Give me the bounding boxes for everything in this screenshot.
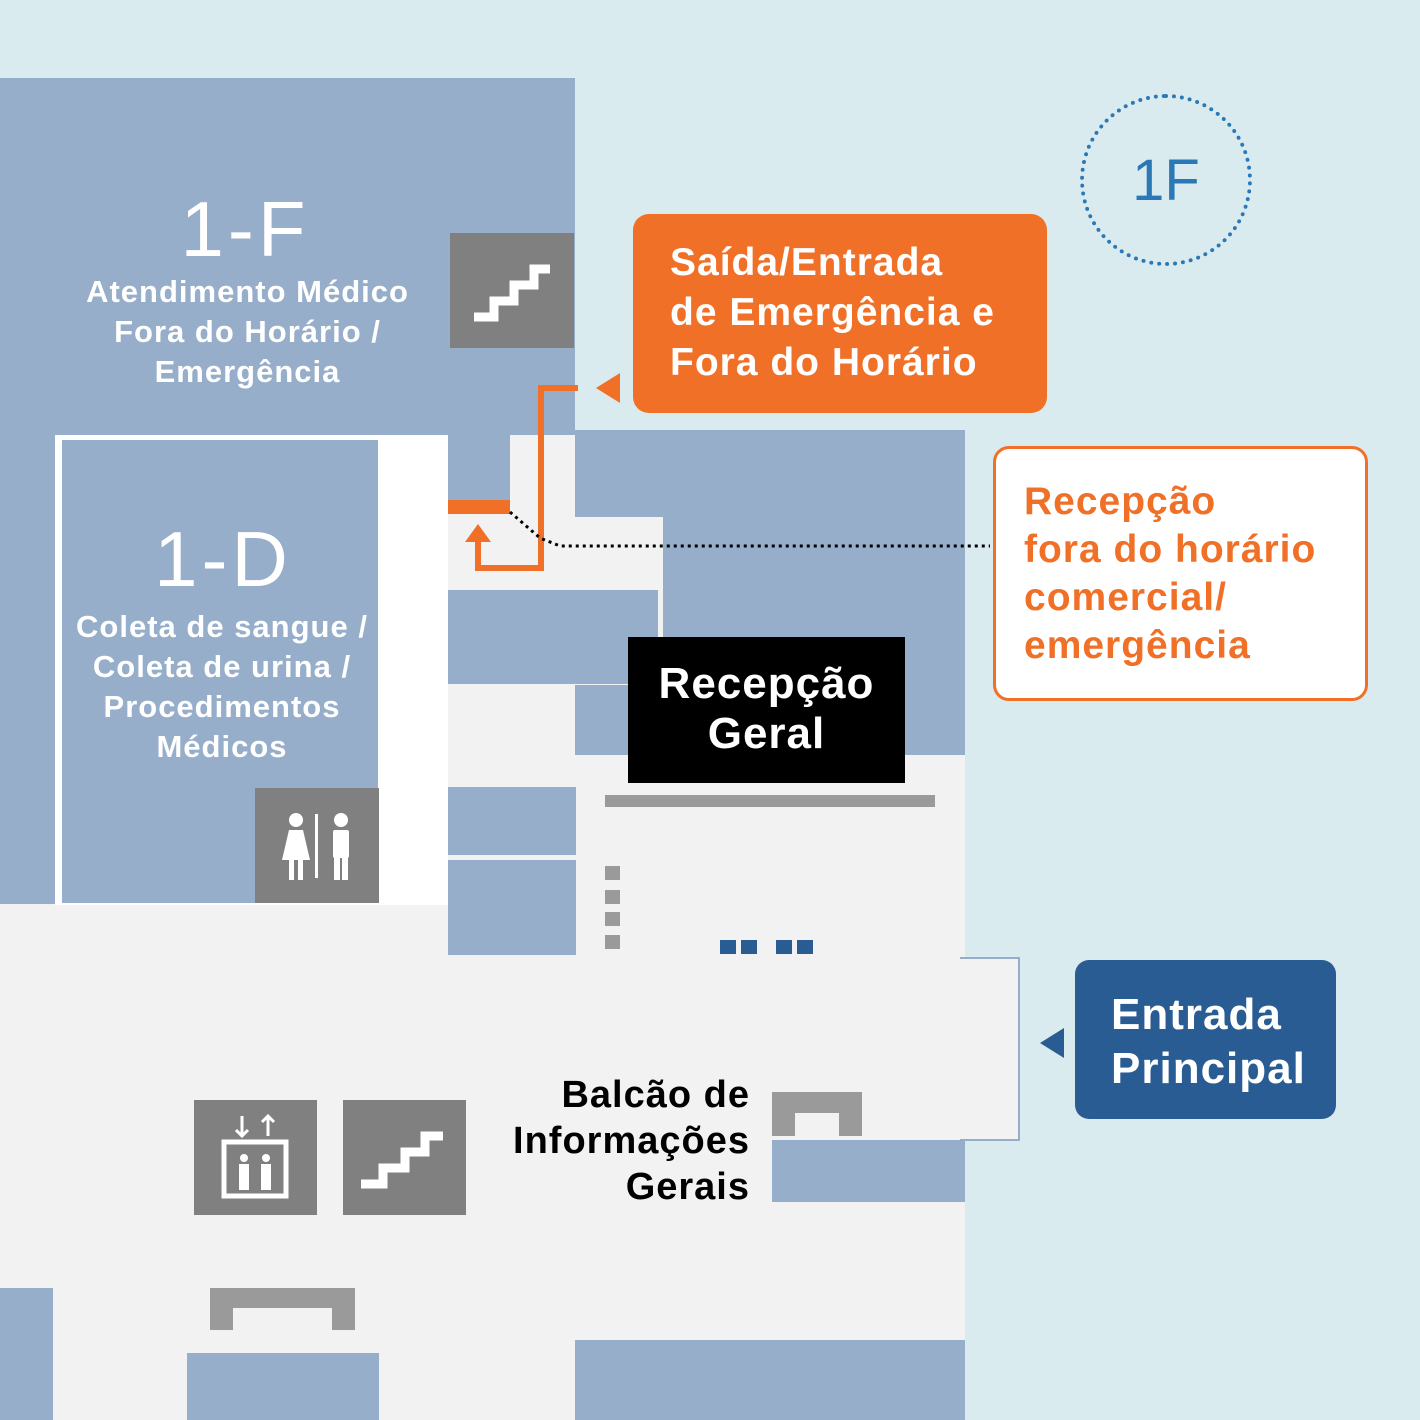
main-entrance-line: Entrada bbox=[1111, 990, 1282, 1039]
info-desk-line: Informações bbox=[513, 1120, 750, 1162]
restroom-icon bbox=[255, 788, 379, 903]
emergency-exit-line: de Emergência e bbox=[670, 291, 995, 334]
room-1f-description: Atendimento Médico Fora do Horário / Eme… bbox=[40, 272, 455, 392]
emergency-exit-label: Saída/Entrada de Emergência e Fora do Ho… bbox=[633, 214, 1047, 413]
small-room bbox=[448, 787, 576, 855]
reception-counter bbox=[605, 795, 935, 807]
room-1f-code: 1-F bbox=[180, 185, 310, 273]
stairs-icon bbox=[343, 1100, 466, 1215]
info-desk-line: Balcão de bbox=[561, 1074, 750, 1116]
kiosk bbox=[720, 940, 736, 954]
kiosk bbox=[741, 940, 757, 954]
info-desk-label: Balcão de Informações Gerais bbox=[480, 1072, 750, 1210]
waiting-seat bbox=[605, 866, 620, 880]
emergency-exit-line: Saída/Entrada bbox=[670, 241, 944, 284]
info-desk-line: Gerais bbox=[625, 1166, 750, 1208]
elevator-icon bbox=[194, 1100, 317, 1215]
info-desk-gap bbox=[795, 1113, 839, 1137]
kiosk bbox=[776, 940, 792, 954]
after-hours-line: Recepção bbox=[1024, 480, 1217, 523]
waiting-seat bbox=[605, 935, 620, 949]
room-1d-desc-line: Médicos bbox=[156, 729, 288, 764]
small-room bbox=[575, 1340, 965, 1420]
room-1f-desc-line: Fora do Horário / bbox=[114, 314, 381, 349]
room-1d-desc-line: Coleta de urina / bbox=[92, 649, 352, 684]
waiting-seat bbox=[605, 912, 620, 926]
general-reception-line: Recepção bbox=[658, 659, 875, 708]
kiosk bbox=[797, 940, 813, 954]
small-room bbox=[772, 1140, 965, 1202]
room-1f-desc-line: Atendimento Médico bbox=[86, 274, 409, 309]
stairs-icon bbox=[450, 233, 574, 348]
room-1d-code: 1-D bbox=[154, 515, 292, 603]
small-room bbox=[575, 690, 635, 755]
room-1f-desc-line: Emergência bbox=[154, 354, 341, 389]
entrance-vestibule bbox=[960, 957, 1020, 1141]
after-hours-line: fora do horário bbox=[1024, 528, 1317, 571]
general-reception-label: Recepção Geral bbox=[628, 637, 905, 783]
small-room bbox=[187, 1353, 379, 1420]
after-hours-line: comercial/ bbox=[1024, 576, 1227, 619]
after-hours-reception-label: Recepção fora do horário comercial/ emer… bbox=[993, 446, 1368, 701]
small-room bbox=[0, 1288, 53, 1420]
small-room bbox=[448, 590, 658, 684]
general-reception-line: Geral bbox=[707, 709, 826, 758]
main-entrance-line: Principal bbox=[1111, 1044, 1306, 1093]
after-hours-line: emergência bbox=[1024, 624, 1251, 667]
small-room bbox=[448, 860, 576, 955]
main-entrance-label: Entrada Principal bbox=[1075, 960, 1336, 1119]
room-1d-desc-line: Procedimentos bbox=[103, 689, 341, 724]
room-1d-description: Coleta de sangue / Coleta de urina / Pro… bbox=[62, 607, 382, 767]
waiting-seat bbox=[605, 890, 620, 904]
bench-gap bbox=[233, 1308, 332, 1332]
left-wing bbox=[0, 430, 55, 904]
room-1d-desc-line: Coleta de sangue / bbox=[76, 609, 368, 644]
emergency-exit-line: Fora do Horário bbox=[670, 341, 978, 384]
room-1f-lower-corridor bbox=[448, 348, 510, 502]
floor-badge: 1F bbox=[1080, 94, 1252, 266]
